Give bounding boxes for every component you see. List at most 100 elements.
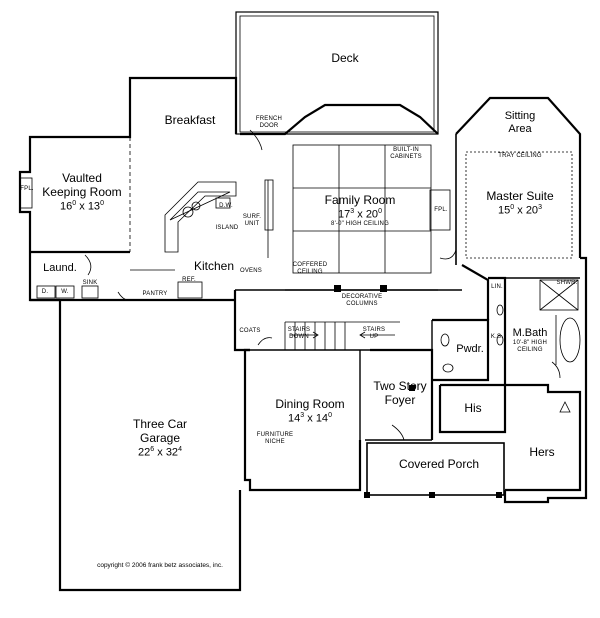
garage-line-2: Garage [139, 430, 181, 445]
garage-walls [58, 300, 242, 592]
surf-unit-line-2: UNIT [244, 220, 260, 227]
coffered-line-2: CEILING [297, 268, 323, 275]
french-door-note: FRENCH DOOR [252, 116, 286, 130]
family-ceiling-note: 8'-0" HIGH CEILING [331, 221, 389, 228]
niche-line-2: NICHE [265, 438, 285, 445]
breakfast-walls [36, 76, 238, 139]
keeping-room-line-2: Keeping Room [42, 184, 122, 199]
stairs-down-note: STAIRS DOWN [285, 327, 313, 341]
mbath-walls [488, 276, 507, 385]
coffered-ceiling-note: COFFERED CEILING [292, 262, 328, 276]
dryer-note: D. [41, 289, 49, 295]
keeping-room-dimensions: 160 x 130 [32, 200, 132, 213]
built-in-cabinets-note: BUILT-IN CABINETS [386, 147, 426, 161]
laundry-label: Laund. [43, 262, 77, 274]
copyright-note: copyright © 2006 frank betz associates, … [97, 562, 223, 569]
dim-a: 16 [60, 200, 73, 213]
stairs-up-line-2: UP [369, 333, 379, 340]
dim-x: x [76, 200, 88, 213]
keeping-room-walls [18, 135, 36, 252]
columns-line-2: COLUMNS [346, 300, 378, 307]
master-suite-title: Master Suite [486, 189, 554, 203]
his-walls [438, 383, 507, 434]
dining-room-dimensions: 143 x 140 [262, 412, 358, 425]
dim-b: 20 [365, 208, 379, 221]
covered-porch-outline [366, 442, 505, 496]
dim-x: x [354, 208, 366, 221]
dim-a: 17 [338, 208, 351, 221]
dim-x: x [154, 446, 166, 459]
mbath-label: M.Bath 10'-8" HIGH CEILING [508, 327, 552, 353]
kneespace-note: K.S. [490, 334, 504, 340]
tray-ceiling-outline [465, 151, 573, 259]
island-note: ISLAND [215, 225, 239, 231]
decorative-columns-note: DECORATIVE COLUMNS [334, 294, 390, 308]
foyer-line-2: Foyer [384, 392, 416, 407]
furniture-niche-note: FURNITURE NICHE [252, 432, 298, 446]
dim-b-sup: 0 [378, 207, 382, 215]
niche-line-1: FURNITURE [256, 432, 294, 438]
kitchen-label: Kitchen [193, 259, 235, 273]
garage-dimensions: 226 x 324 [105, 446, 215, 459]
cabinets-line-1: BUILT-IN [393, 147, 419, 153]
dim-b-sup: 4 [178, 445, 182, 453]
keeping-room-line-1: Vaulted [62, 171, 102, 185]
stairs-treads [284, 321, 400, 350]
master-bottom-walls [461, 264, 490, 320]
powder-room-label: Pwdr. [456, 343, 484, 355]
dim-b: 32 [165, 446, 179, 459]
deck-inner-outline [239, 15, 435, 133]
two-story-foyer-label: Two Story Foyer [368, 379, 432, 408]
shower-note: SHWR. [556, 280, 578, 286]
dim-a-sup: 3 [300, 411, 305, 419]
sink-note: SINK [82, 280, 98, 286]
pwdr-walls [432, 318, 490, 382]
master-suite-label: Master Suite 150 x 203 [470, 189, 570, 217]
coats-note: COATS [239, 328, 261, 334]
family-room-dimensions: 173 x 200 [310, 208, 410, 221]
french-door-line-2: DOOR [259, 122, 279, 129]
surf-unit-line-1: SURF. [242, 214, 262, 220]
his-closet-label: His [464, 401, 482, 415]
shower [539, 279, 579, 311]
pantry-note: PANTRY [142, 291, 168, 297]
dining-room-title: Dining Room [275, 397, 345, 411]
linen-note: LIN. [491, 284, 503, 290]
dim-a: 15 [498, 204, 511, 217]
stairs-up-note: STAIRS UP [360, 327, 388, 341]
kitchen-island [164, 181, 237, 253]
mbath-ceiling-line-1: 10'-8" HIGH [512, 339, 548, 346]
decorative-columns [334, 285, 502, 498]
washer-note: W. [61, 289, 69, 295]
sitting-area-walls [455, 96, 582, 258]
dim-b: 13 [87, 200, 101, 213]
dining-room-label: Dining Room 143 x 140 [262, 397, 358, 425]
columns-line-1: DECORATIVE [341, 294, 383, 300]
dim-a: 22 [138, 446, 151, 459]
dim-b-sup: 0 [328, 411, 332, 419]
tray-ceiling-note: TRAY CEILING [498, 153, 542, 159]
mbath-title: M.Bath [512, 327, 548, 339]
family-room-title: Family Room [324, 193, 396, 207]
bathtub [559, 317, 581, 363]
coffered-line-1: COFFERED [292, 262, 328, 268]
coats-walls [233, 290, 250, 352]
dim-a-sup: 0 [510, 203, 515, 211]
stairs-down-line-1: STAIRS [287, 327, 311, 333]
covered-porch-label: Covered Porch [398, 457, 480, 471]
sitting-area-line-1: Sitting [504, 110, 536, 122]
deck-label: Deck [331, 51, 359, 65]
dim-x: x [514, 204, 526, 217]
hers-walls [505, 383, 582, 492]
sitting-area-line-2: Area [508, 122, 532, 135]
ovens-note: OVENS [239, 268, 262, 274]
dim-a-sup: 0 [72, 199, 77, 207]
dim-a-sup: 6 [150, 445, 155, 453]
cabinets-line-2: CABINETS [390, 153, 422, 160]
dim-b-sup: 3 [538, 203, 542, 211]
family-room-label: Family Room 173 x 200 8'-0" HIGH CEILING [310, 193, 410, 228]
dim-b: 20 [525, 204, 539, 217]
dim-b: 14 [315, 412, 329, 425]
garage-line-1: Three Car [132, 417, 188, 431]
